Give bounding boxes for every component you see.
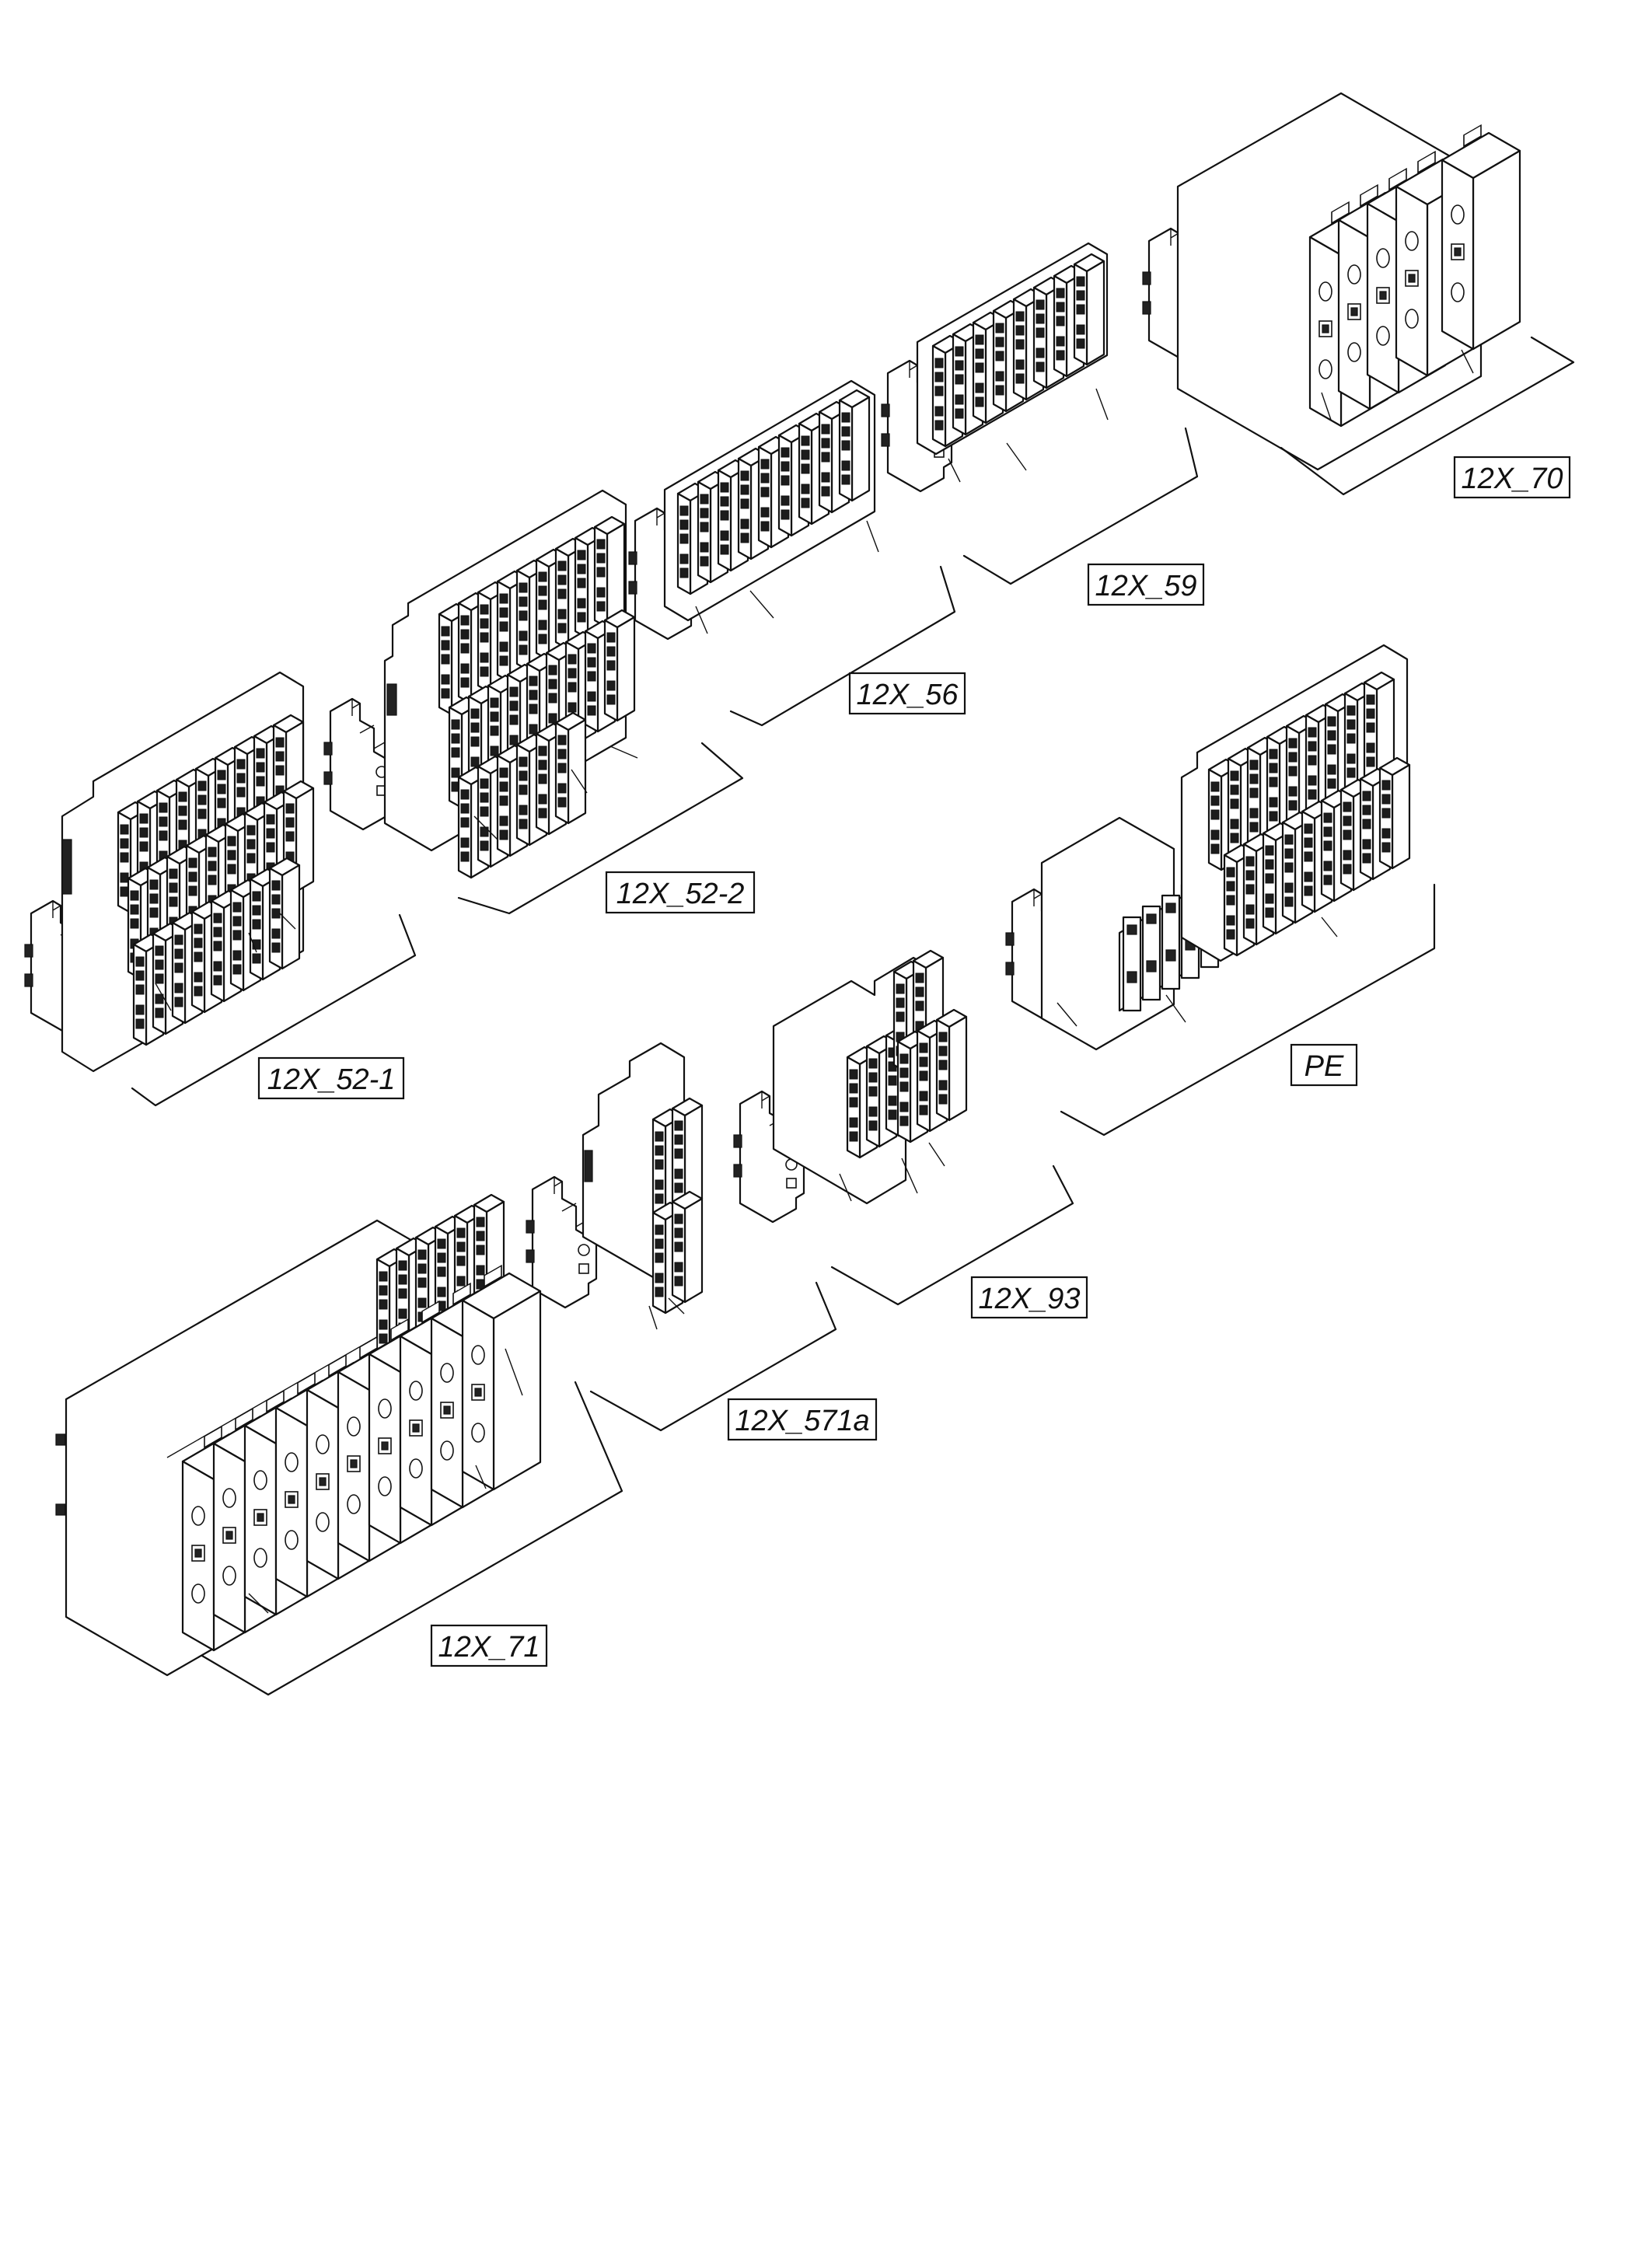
bracket-12x-52-1 — [131, 913, 417, 1107]
svg-text:PE: PE — [1304, 1050, 1344, 1083]
group-12x-52-2 — [323, 489, 744, 915]
label-12x-71: 12X_71 — [430, 1624, 548, 1667]
group-12x-93 — [732, 949, 1074, 1306]
svg-text:12X_70: 12X_70 — [1461, 463, 1563, 495]
svg-text:12X_71: 12X_71 — [438, 1631, 540, 1664]
svg-text:12X_571a: 12X_571a — [735, 1405, 869, 1437]
label-pe: PE — [1290, 1043, 1358, 1087]
bracket-12x-59 — [962, 427, 1199, 585]
svg-text:12X_93: 12X_93 — [978, 1283, 1080, 1315]
label-12x-56: 12X_56 — [848, 672, 966, 715]
bracket-12x-52-2 — [457, 742, 744, 915]
group-12x-59 — [880, 242, 1199, 585]
group-12x-70 — [1141, 92, 1575, 496]
group-12x-52-1 — [23, 671, 417, 1107]
svg-text:12X_52-1: 12X_52-1 — [267, 1063, 396, 1096]
svg-text:12X_59: 12X_59 — [1095, 570, 1196, 602]
bracket-12x-571a — [589, 1281, 837, 1432]
group-pe — [1004, 644, 1436, 1136]
label-12x-70: 12X_70 — [1453, 456, 1571, 499]
bracket-12x-71 — [201, 1381, 623, 1696]
bracket-pe — [1060, 883, 1436, 1136]
svg-text:12X_52-2: 12X_52-2 — [616, 878, 745, 910]
svg-text:12X_56: 12X_56 — [856, 679, 959, 711]
bracket-12x-56 — [729, 565, 956, 727]
label-12x-52-2: 12X_52-2 — [605, 871, 756, 914]
label-12x-52-1: 12X_52-1 — [257, 1056, 405, 1100]
label-12x-93: 12X_93 — [970, 1276, 1088, 1319]
label-12x-571a: 12X_571a — [727, 1398, 878, 1441]
bracket-12x-93 — [830, 1164, 1074, 1306]
group-12x-571a — [525, 1042, 837, 1432]
bracket-12x-70 — [1280, 336, 1575, 496]
group-12x-56 — [627, 379, 956, 727]
group-12x-71 — [55, 1193, 623, 1696]
label-12x-59: 12X_59 — [1087, 563, 1205, 606]
